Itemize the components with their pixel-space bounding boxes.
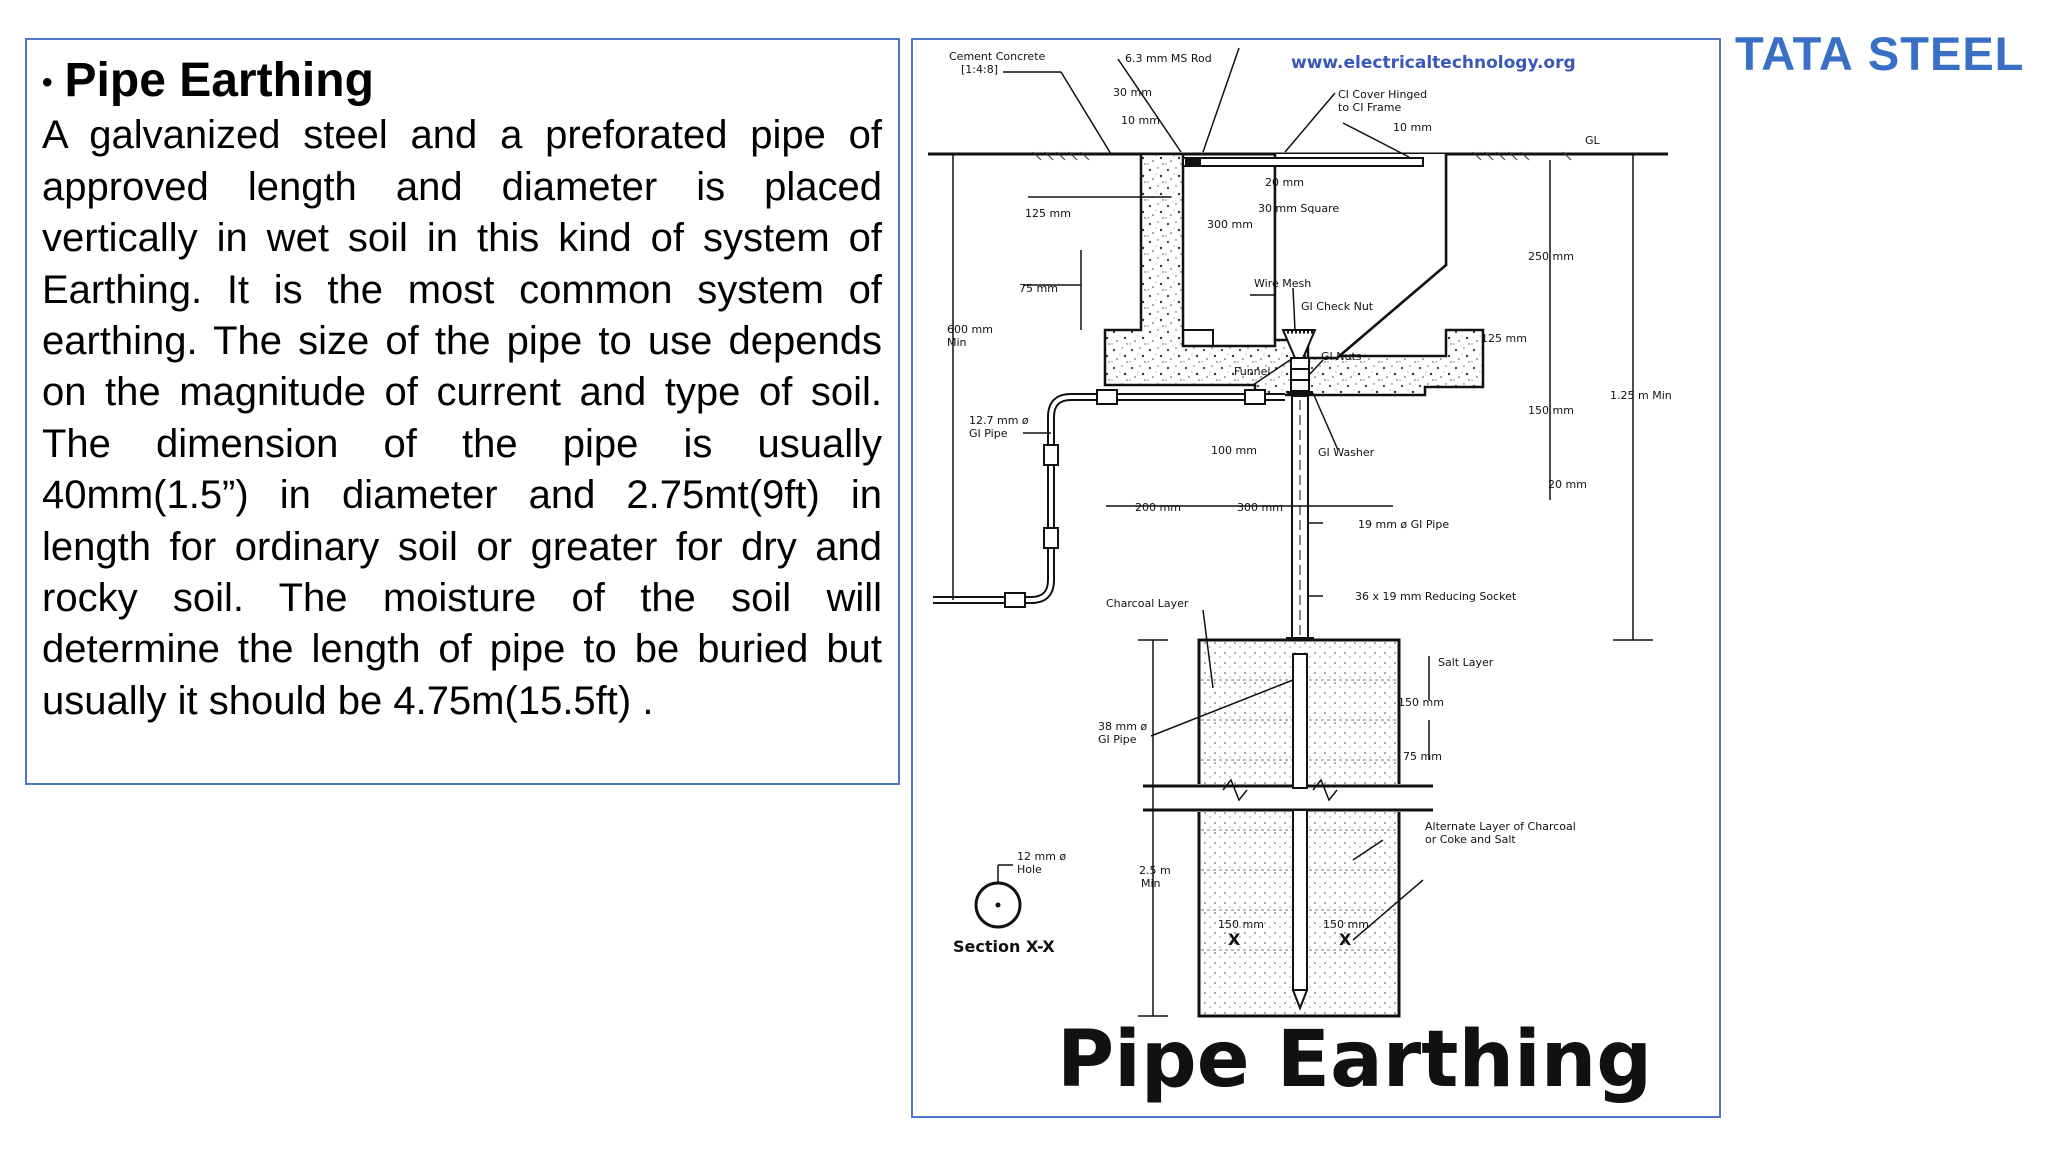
label-ci-frame: to CI Frame [1338,101,1401,114]
label-x-left: X [1228,930,1241,949]
label-10mm-b: 10 mm [1393,121,1432,134]
ci-cover [1182,157,1424,167]
label-hole-12mm: 12 mm ø [1017,850,1066,863]
gi-pipe-38mm-lower [1292,809,1308,991]
label-wire-mesh: Wire Mesh [1254,277,1311,290]
label-600mm-min: Min [947,336,967,349]
text-box: • Pipe Earthing A galvanized steel and a … [25,38,900,785]
label-20mm-a: 20 mm [1265,176,1304,189]
pipe-coupling-3 [1043,444,1059,466]
label-125mm-b: 125 mm [1481,332,1527,345]
label-gi-pipe-19: 19 mm ø GI Pipe [1358,518,1449,531]
label-25m-min: Min [1141,877,1161,890]
label-300mm-b: 300 mm [1237,501,1283,514]
label-30mm: 30 mm [1113,86,1152,99]
pipe-coupling-1 [1096,389,1118,405]
label-cement-concrete: Cement Concrete [949,50,1046,63]
label-25m: 2.5 m [1139,864,1171,877]
label-gi-washer: GI Washer [1318,446,1375,459]
diagram-title: Pipe Earthing [1057,1015,1652,1105]
heading-text: Pipe Earthing [64,54,374,107]
logo-word-tata: TATA [1735,27,1854,80]
gi-nut-3 [1290,379,1310,392]
label-section-xx: Section X-X [953,937,1055,956]
label-20mm-b: 20 mm [1548,478,1587,491]
gi-washer [1287,391,1313,396]
ground-hatch [1032,151,1572,161]
label-75mm-a: 75 mm [1019,282,1058,295]
pipe-coupling-5 [1004,592,1026,608]
label-gl: GL [1585,134,1601,147]
slide-paragraph: A galvanized steel and a preforated pipe… [42,113,882,723]
label-gi-pipe-38-b: GI Pipe [1098,733,1137,746]
label-alternate-layer: Alternate Layer of Charcoal [1425,820,1576,833]
side-pipe-127mm-inner [933,395,1285,602]
label-250mm: 250 mm [1528,250,1574,263]
pipe-tip [1291,989,1309,1011]
label-150mm-b: 150 mm [1398,696,1444,709]
pipe-coupling-2 [1244,389,1266,405]
slide-heading: • Pipe Earthing [42,54,882,110]
gi-nut-2 [1290,368,1310,381]
gi-nut-1 [1290,357,1310,370]
diagram-svg: www.electricaltechnology.org Cement Conc… [928,47,1672,1105]
label-salt-layer: Salt Layer [1438,656,1494,669]
gi-pipe-38mm [1292,653,1308,789]
label-cement-ratio: [1:4:8] [961,63,998,76]
logo-word-steel: STEEL [1867,27,2025,80]
bullet-glyph: • [42,66,53,100]
label-gi-pipe-127-b: GI Pipe [969,427,1008,440]
hole-dot [995,902,1001,908]
label-reducing-socket: 36 x 19 mm Reducing Socket [1355,590,1517,603]
leader-lines [1003,47,1424,941]
label-300mm-a: 300 mm [1207,218,1253,231]
pipe-coupling-4 [1043,527,1059,549]
pipe-earthing-diagram: www.electricaltechnology.org Cement Conc… [911,38,1721,1118]
label-125mm-a: 125 mm [1025,207,1071,220]
diagram-url: www.electricaltechnology.org [1291,53,1576,73]
label-gi-check-nut: GI Check Nut [1301,300,1374,313]
label-75mm-b: 75 mm [1403,750,1442,763]
label-hole: Hole [1017,863,1042,876]
label-charcoal-layer: Charcoal Layer [1106,597,1189,610]
tata-steel-logo: TATA STEEL [1735,26,2024,81]
label-100mm: 100 mm [1211,444,1257,457]
label-150mm-c: 150 mm [1218,918,1264,931]
label-gi-nuts: GI Nuts [1321,350,1362,363]
break-mark-left [1222,778,1248,802]
label-150mm-d: 150 mm [1323,918,1369,931]
label-200mm: 200 mm [1135,501,1181,514]
label-ci-cover: CI Cover Hinged [1338,88,1427,101]
label-coke-salt: or Coke and Salt [1425,833,1516,846]
label-ms-rod: 6.3 mm MS Rod [1125,52,1212,65]
chamber-inner [1182,154,1276,347]
dimension-lines [952,154,1653,1017]
label-gi-pipe-127: 12.7 mm ø [969,414,1029,427]
break-mark-right [1312,778,1338,802]
label-125m-min: 1.25 m Min [1610,389,1672,402]
label-funnel: Funnel [1234,365,1270,378]
label-150mm-a: 150 mm [1528,404,1574,417]
label-600mm: 600 mm [947,323,993,336]
label-gi-pipe-38: 38 mm ø [1098,720,1147,733]
label-30mm-square: 30 mm Square [1258,202,1339,215]
label-x-right: X [1339,930,1352,949]
cover-hinge [1185,158,1201,166]
label-10mm-a: 10 mm [1121,114,1160,127]
